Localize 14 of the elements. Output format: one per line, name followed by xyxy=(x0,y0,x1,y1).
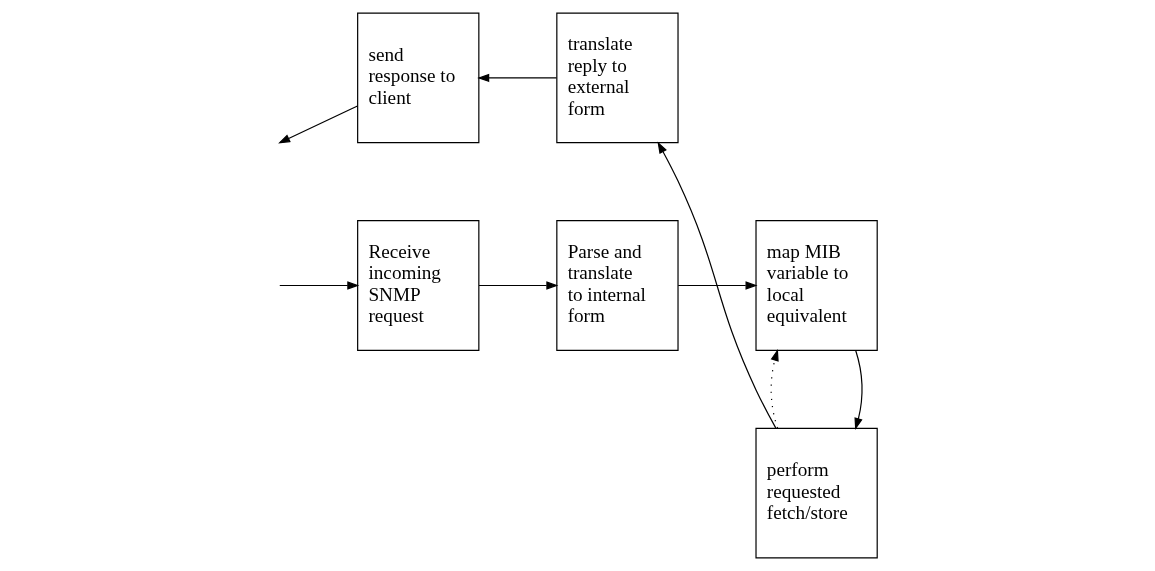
arrow xyxy=(277,105,358,144)
arrow xyxy=(656,141,776,429)
arrow xyxy=(770,349,779,429)
arrow xyxy=(476,73,557,83)
arrow xyxy=(477,281,558,290)
node-box: map MIB variable to local equivalent xyxy=(754,220,878,351)
node-box: Parse and translate to internal form xyxy=(555,220,679,351)
node-box: perform requested fetch/store xyxy=(754,427,878,559)
arrow xyxy=(278,281,359,290)
node-box: send response to client xyxy=(356,12,479,144)
arrow xyxy=(853,350,863,430)
arrow xyxy=(677,281,757,290)
node-box: Receive incoming SNMP request xyxy=(356,220,479,351)
node-box: translate reply to external form xyxy=(555,12,679,144)
